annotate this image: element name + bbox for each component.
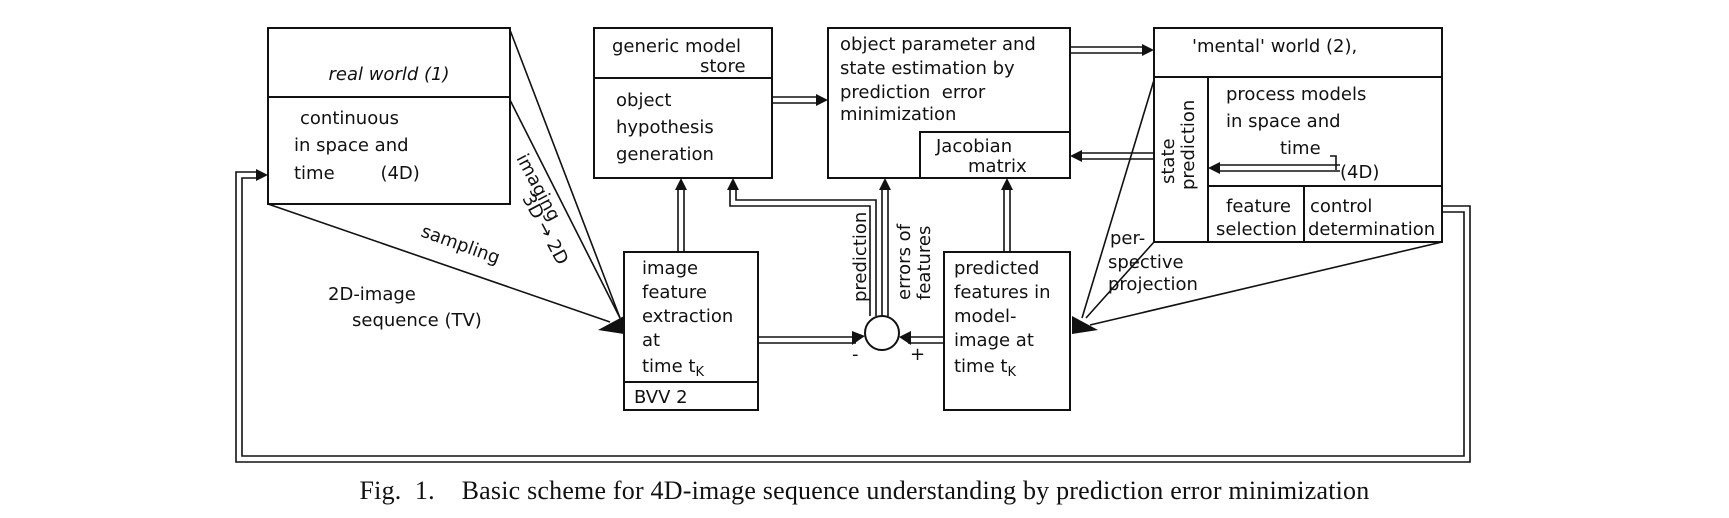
image-sequence-line-2: sequence (TV) bbox=[352, 310, 482, 331]
feature-extraction-box: image feature extraction at time tK BVV … bbox=[623, 251, 759, 411]
figure-caption: Fig. 1. Basic scheme for 4D-image sequen… bbox=[359, 476, 1370, 505]
process-models-line-3: time bbox=[1280, 138, 1321, 159]
real-world-line-2: in space and bbox=[294, 135, 409, 156]
hypothesis-line-3: generation bbox=[616, 144, 714, 165]
control-determination-line-1: control bbox=[1310, 196, 1372, 217]
process-models-line-4: (4D) bbox=[1340, 162, 1379, 183]
predicted-features-box: predicted features in model- image at ti… bbox=[943, 251, 1071, 411]
process-models-line-1: process models bbox=[1226, 84, 1366, 105]
feature-extraction-line-2: feature bbox=[642, 282, 707, 303]
perspective-line-2: spective bbox=[1108, 252, 1184, 273]
feature-extraction-line-1: image bbox=[642, 258, 698, 279]
process-models-line-2: in space and bbox=[1226, 111, 1341, 132]
internal-loop-arrowhead bbox=[1208, 162, 1220, 174]
connectors bbox=[235, 29, 1471, 463]
predicted-features-line-4: image at bbox=[954, 330, 1034, 351]
estimation-line-4: minimization bbox=[840, 104, 956, 125]
predicted-features-line-5: time tK bbox=[954, 356, 1016, 380]
minus-sign: - bbox=[852, 344, 859, 365]
perspective-line-1: per- bbox=[1110, 228, 1145, 249]
predicted-features-line-1: predicted bbox=[954, 258, 1039, 279]
features-label: features bbox=[914, 226, 935, 300]
hypothesis-line-1: object bbox=[616, 90, 671, 111]
control-determination-line-2: determination bbox=[1308, 219, 1435, 240]
estimation-box: object parameter and state estimation by… bbox=[827, 27, 1071, 179]
feature-extraction-line-5: time tK bbox=[642, 356, 704, 380]
plus-sign: + bbox=[910, 344, 925, 365]
predicted-features-line-2: features in bbox=[954, 282, 1051, 303]
image-sequence-line-1: 2D-image bbox=[328, 284, 416, 305]
hypothesis-line-2: hypothesis bbox=[616, 117, 714, 138]
mental-world-title: 'mental' world (2), bbox=[1192, 36, 1357, 57]
feature-extraction-line-3: extraction bbox=[642, 306, 733, 327]
jacobian-line-2: matrix bbox=[968, 156, 1027, 177]
sampling-label: sampling bbox=[418, 221, 502, 269]
estimation-line-2: state estimation by bbox=[840, 58, 1015, 79]
feature-selection-line-2: selection bbox=[1216, 219, 1297, 240]
real-world-box: real world (1) continuous in space and t… bbox=[267, 27, 511, 205]
predicted-features-line-3: model- bbox=[954, 306, 1017, 327]
estimation-line-3: prediction error bbox=[840, 82, 986, 103]
real-world-title: real world (1) bbox=[328, 64, 449, 85]
estimation-line-1: object parameter and bbox=[840, 34, 1036, 55]
mental-world-box: 'mental' world (2), process models in sp… bbox=[1153, 27, 1443, 243]
internal-loop-arrow bbox=[1216, 164, 1340, 172]
errors-of-label: errors of bbox=[894, 223, 915, 300]
perspective-line-3: projection bbox=[1108, 274, 1198, 295]
jacobian-line-1: Jacobian bbox=[935, 136, 1012, 157]
generic-model-line-2: store bbox=[700, 56, 746, 77]
real-world-line-1: continuous bbox=[300, 108, 399, 129]
bvv2-label: BVV 2 bbox=[634, 387, 688, 408]
real-world-line-3: time (4D) bbox=[294, 163, 420, 184]
feature-extraction-line-4: at bbox=[642, 330, 660, 351]
prediction-label: prediction bbox=[850, 212, 871, 302]
generic-model-line-1: generic model bbox=[612, 36, 741, 57]
hypothesis-box: generic model store object hypothesis ge… bbox=[593, 27, 773, 179]
state-prediction-line-1: state bbox=[1158, 138, 1179, 184]
right-convergence-arrowhead bbox=[1072, 316, 1098, 334]
summing-junction: - + bbox=[852, 315, 925, 365]
state-prediction-line-2: prediction bbox=[1178, 100, 1199, 190]
internal-loop-line bbox=[1330, 155, 1337, 170]
feature-selection-line-1: feature bbox=[1226, 196, 1291, 217]
left-convergence-arrowhead bbox=[598, 316, 624, 334]
